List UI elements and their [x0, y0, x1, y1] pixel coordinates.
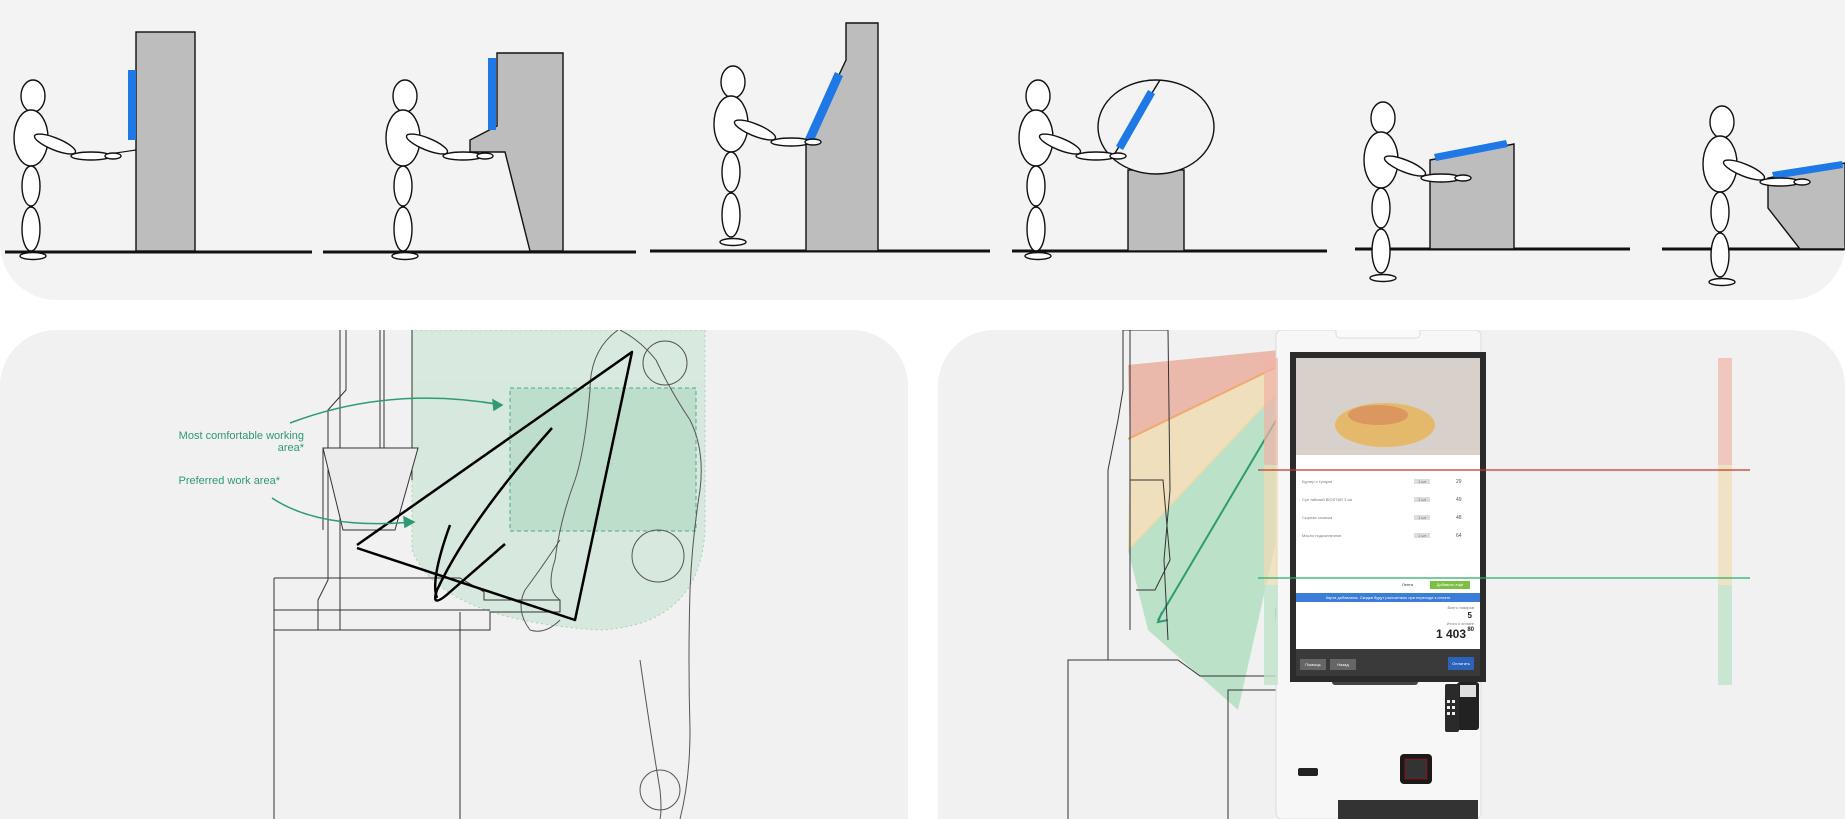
total-value: 1 403 [1435, 627, 1466, 641]
item-qty[interactable]: 1 шт [1414, 533, 1431, 538]
item-price: 64 [1456, 533, 1462, 539]
annotation-preferred-area: Preferred work area* [178, 475, 281, 487]
item-price: 29 [1456, 479, 1462, 485]
annotation-comfortable-area: Most comfortable working area* [178, 430, 304, 454]
item-price: 49 [1456, 497, 1462, 503]
item-name: Сырная сосиска [1302, 515, 1333, 520]
card-banner: Карта добавлена. Скидки будут рассчитаны… [1296, 593, 1480, 602]
item-qty[interactable]: 1 шт [1414, 479, 1431, 484]
list-item[interactable]: Суп тайский BIGSTAR 3 шт 1 шт 49 [1296, 497, 1480, 511]
view-zone-panel: Бургер с тунцом 1 шт 29 Суп тайский BIGS… [938, 330, 1845, 819]
count-label: Всего товаров [1447, 605, 1475, 610]
kiosk-types-illustration [5, 22, 1845, 287]
pay-button[interactable]: Оплатить [1448, 657, 1474, 670]
kiosk-figure-wall [5, 31, 312, 261]
list-item[interactable]: Сырная сосиска 1 шт 48 [1296, 515, 1480, 529]
loyalty-label: Лента [1402, 582, 1414, 587]
item-price: 48 [1456, 515, 1462, 521]
item-qty[interactable]: 1 шт [1414, 497, 1431, 502]
kiosk-figure-round [1012, 79, 1327, 261]
kiosk-types-panel [0, 0, 1845, 300]
kiosk-figure-counter [1662, 105, 1845, 287]
kiosk-figure-floor [323, 52, 636, 261]
item-qty[interactable]: 1 шт [1414, 515, 1431, 520]
total-kop: 80 [1467, 627, 1474, 633]
reach-zone-panel: Most comfortable working area* Preferred… [0, 330, 908, 819]
reach-zone-illustration [271, 330, 706, 819]
item-name: Бургер с тунцом [1302, 479, 1333, 484]
back-button[interactable]: Назад [1330, 659, 1356, 670]
item-name: Суп тайский BIGSTAR 3 шт [1302, 497, 1353, 502]
list-item[interactable]: Бургер с тунцом 1 шт 29 [1296, 479, 1480, 493]
kiosk-figure-console [1355, 101, 1630, 283]
count-value: 5 [1467, 611, 1472, 620]
help-button[interactable]: Помощь [1300, 659, 1326, 670]
add-button[interactable]: Добавить ещё [1430, 581, 1470, 589]
kiosk-screen: Бургер с тунцом 1 шт 29 Суп тайский BIGS… [1296, 455, 1480, 676]
total-label: Итого к оплате [1446, 621, 1474, 626]
view-zone-illustration [1067, 330, 1750, 819]
item-name: Масло подсолнечное [1302, 533, 1342, 538]
kiosk-figure-tower [650, 22, 990, 253]
list-item[interactable]: Масло подсолнечное 1 шт 64 [1296, 533, 1480, 547]
